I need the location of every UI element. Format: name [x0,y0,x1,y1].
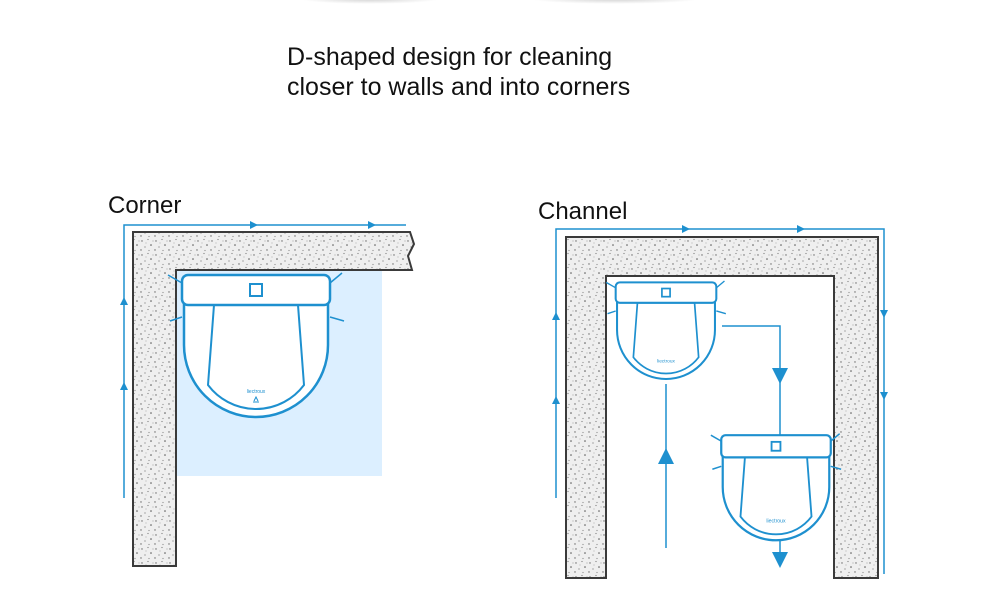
robot-bumper [180,273,332,307]
channel-path-arrow-right-1 [682,225,690,233]
headline-line-1: D-shaped design for cleaning [287,43,613,71]
top-shadow-left [300,0,440,4]
channel-wall [565,236,879,579]
channel-path-arrow-right-2 [797,225,805,233]
robot-brush-left-bottom [169,316,183,322]
robot-brand-mark: liectroux [247,389,266,395]
robot-brush-right-top [329,272,343,284]
robot-logo-icon [253,395,259,403]
corner-path-arrow-up-1 [120,382,128,390]
top-shadow-right [530,0,700,4]
robot-brush-left-top [167,274,183,284]
corner-path-arrow-right-2 [368,221,376,229]
channel-outer-path [555,228,885,574]
robot-lid [206,304,306,410]
channel-inner-arrow-up [658,448,674,464]
corner-path-arrow-right-1 [250,221,258,229]
headline: D-shaped design for cleaning closer to w… [287,42,787,102]
corner-path-arrow-up-2 [120,297,128,305]
channel-path-arrow-up-2 [552,312,560,320]
corner-robot: liectroux [167,272,345,419]
corner-label: Corner [108,192,182,219]
channel-path-arrow-down-2 [880,392,888,400]
corner-panel: liectroux [120,221,416,567]
robot-sensor-icon [770,440,782,452]
channel-inner-path-across [722,325,781,436]
robot-brand-mark: liectroux [657,359,675,365]
robot-sensor-icon [661,287,671,298]
robot-brush-right-bottom [329,316,345,322]
channel-path-arrow-down-1 [880,310,888,318]
corner-path-line [123,224,406,498]
channel-inner-arrow-down-2 [772,552,788,568]
robot-sensor-icon [249,283,263,297]
channel-robot-2: liectroux [710,433,842,542]
headline-line-2: closer to walls and into corners [287,73,631,101]
channel-panel: liectroux liectroux [552,225,888,579]
robot-brand-mark: liectroux [766,519,786,525]
robot-d-body [182,275,330,419]
channel-inner-arrow-down-1 [772,368,788,384]
channel-label: Channel [538,198,628,225]
corner-wall [132,231,416,567]
channel-path-arrow-up-1 [552,396,560,404]
channel-robot-1: liectroux [605,280,727,380]
